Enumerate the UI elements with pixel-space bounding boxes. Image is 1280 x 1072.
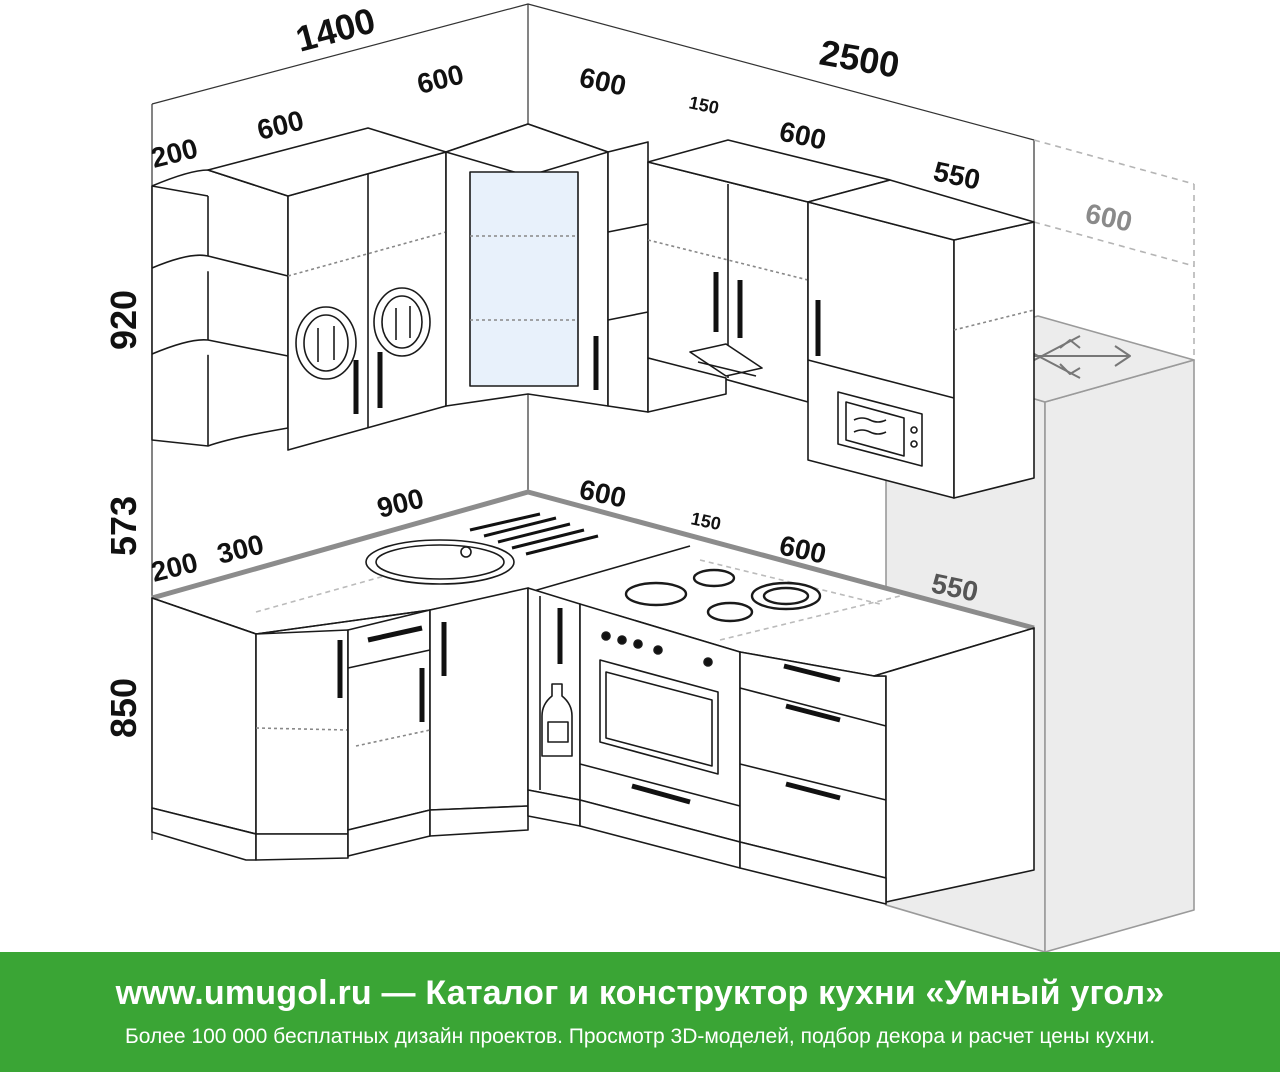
upper-open-shelf bbox=[151, 169, 289, 447]
footer-headline[interactable]: www.umugol.ru — Каталог и конструктор ку… bbox=[115, 974, 1165, 1012]
plate-icon bbox=[295, 306, 357, 380]
dim-upper-600-b: 600 bbox=[414, 58, 467, 99]
sink-icon bbox=[365, 512, 599, 585]
oven-icon bbox=[599, 631, 719, 775]
dim-counter-200: 200 bbox=[148, 546, 201, 587]
dim-height-573: 573 bbox=[103, 496, 144, 556]
dim-height-850: 850 bbox=[103, 678, 144, 738]
dim-upper-550: 550 bbox=[931, 156, 983, 196]
lower-left-corner-cabinet bbox=[151, 597, 349, 861]
lower-sink-cabinets bbox=[347, 587, 529, 857]
dim-upper-200: 200 bbox=[148, 132, 201, 173]
dim-fridge-600: 600 bbox=[1083, 198, 1135, 238]
upper-right-end-cabinet bbox=[807, 179, 1035, 499]
oven-cabinet bbox=[579, 603, 741, 869]
footer-banner: www.umugol.ru — Каталог и конструктор ку… bbox=[0, 952, 1280, 1072]
hood-icon bbox=[689, 343, 763, 377]
fridge-ghost-lines bbox=[1033, 139, 1195, 360]
upper-right-cabinets bbox=[647, 139, 891, 413]
bottle-cabinet bbox=[527, 587, 581, 827]
dim-upper-600-c: 600 bbox=[577, 62, 629, 102]
plate-icon bbox=[373, 287, 431, 357]
dim-counter-150: 150 bbox=[689, 508, 723, 534]
kitchen-diagram: 1400 2500 200 600 600 600 150 600 550 60… bbox=[103, 0, 1195, 953]
kitchen-drawing: 1400 2500 200 600 600 600 150 600 550 60… bbox=[103, 0, 1195, 953]
dim-top-1400: 1400 bbox=[291, 0, 379, 60]
dim-upper-600-d: 600 bbox=[777, 116, 829, 156]
dim-counter-300: 300 bbox=[214, 528, 267, 569]
upper-left-cabinets bbox=[207, 127, 447, 451]
dim-upper-150: 150 bbox=[687, 92, 721, 118]
footer-subline: Более 100 000 бесплатных дизайн проектов… bbox=[124, 1025, 1156, 1048]
upper-corner-glass-cabinet bbox=[445, 123, 609, 407]
dim-counter-900: 900 bbox=[374, 482, 427, 523]
dim-height-920: 920 bbox=[103, 290, 144, 350]
bottle-icon bbox=[541, 683, 573, 757]
microwave-icon bbox=[837, 391, 923, 467]
dim-upper-600-a: 600 bbox=[254, 104, 307, 145]
cooktop-icon bbox=[624, 568, 822, 623]
drawer-unit bbox=[739, 627, 1035, 905]
dim-top-2500: 2500 bbox=[817, 32, 903, 86]
upper-narrow-shelf bbox=[607, 141, 649, 413]
